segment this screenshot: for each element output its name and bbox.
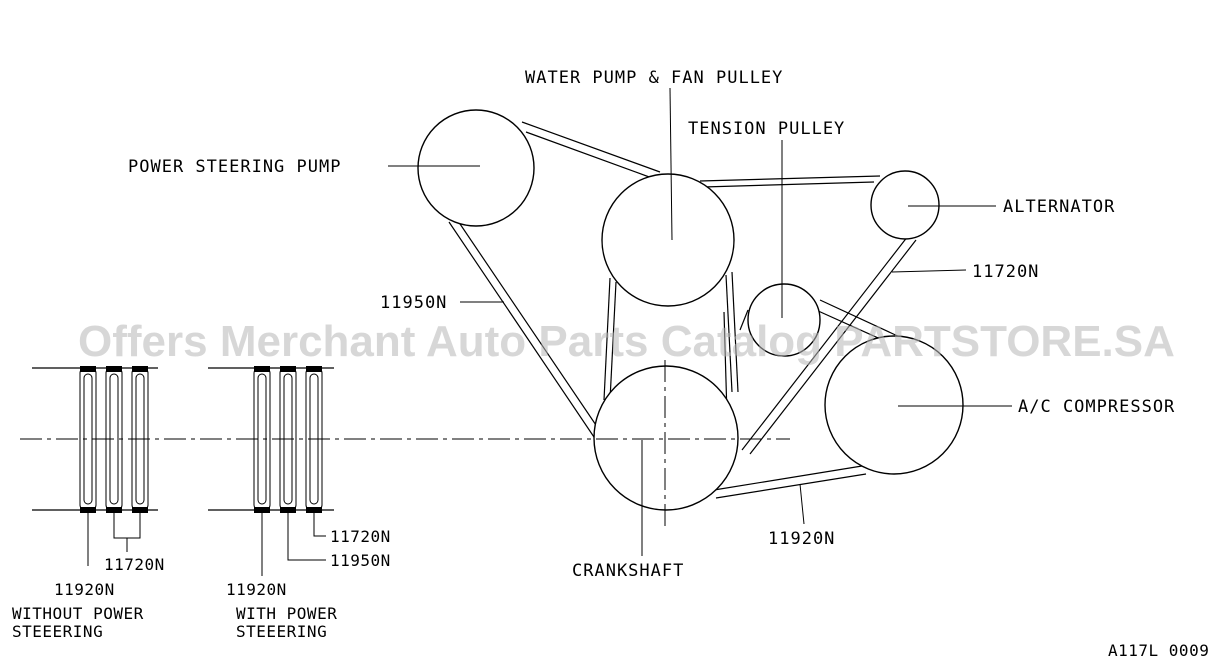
- without-belt-11720n: 11720N: [104, 555, 165, 574]
- leader-11920n: [799, 483, 805, 525]
- groove-3: [305, 366, 323, 513]
- label-belt-11920n: 11920N: [768, 529, 835, 549]
- label-alternator: ALTERNATOR: [1003, 197, 1115, 217]
- groove-3: [131, 366, 149, 513]
- with-belt-11720n: 11720N: [330, 527, 391, 546]
- power-steering-pump-pulley: [417, 109, 535, 227]
- label-tension-pulley: TENSION PULLEY: [688, 119, 845, 139]
- without-caption-line1: WITHOUT POWER: [12, 604, 144, 623]
- label-power-steering-pump: POWER STEERING PUMP: [128, 157, 341, 177]
- section-with-power-steering: [208, 366, 334, 576]
- ac-compressor-pulley: [824, 335, 964, 475]
- watermark: Offers Merchant Auto Parts Catalog PARTS…: [78, 317, 1175, 366]
- groove-2: [105, 366, 123, 513]
- crankshaft-pulley: [593, 365, 739, 511]
- belt-alternator: [699, 175, 917, 455]
- belt-water-crank-verticals: [603, 271, 739, 451]
- with-belt-11950n: 11950N: [330, 551, 391, 570]
- with-caption-line1: WITH POWER: [236, 604, 337, 623]
- label-crankshaft: CRANKSHAFT: [572, 561, 684, 581]
- section-without-power-steering: [32, 366, 158, 566]
- water-pump-pulley: [601, 173, 735, 307]
- groove-1: [253, 366, 271, 513]
- belt-power-steering: [448, 121, 661, 441]
- with-belt-11920n: 11920N: [226, 580, 287, 599]
- leader-water-pump: [669, 87, 673, 241]
- without-belt-11920n: 11920N: [54, 580, 115, 599]
- leader-11720n: [891, 269, 967, 273]
- with-caption-line2: STEEERING: [236, 622, 327, 641]
- label-ac-compressor: A/C COMPRESSOR: [1018, 397, 1175, 417]
- alternator-pulley: [870, 170, 940, 240]
- groove-1: [79, 366, 97, 513]
- label-belt-11950n: 11950N: [380, 293, 447, 313]
- tension-pulley: [747, 283, 821, 357]
- groove-2: [279, 366, 297, 513]
- label-belt-11720n: 11720N: [972, 262, 1039, 282]
- without-caption-line2: STEEERING: [12, 622, 103, 641]
- label-water-pump: WATER PUMP & FAN PULLEY: [525, 68, 783, 88]
- figure-code: A117L 0009: [1108, 641, 1209, 660]
